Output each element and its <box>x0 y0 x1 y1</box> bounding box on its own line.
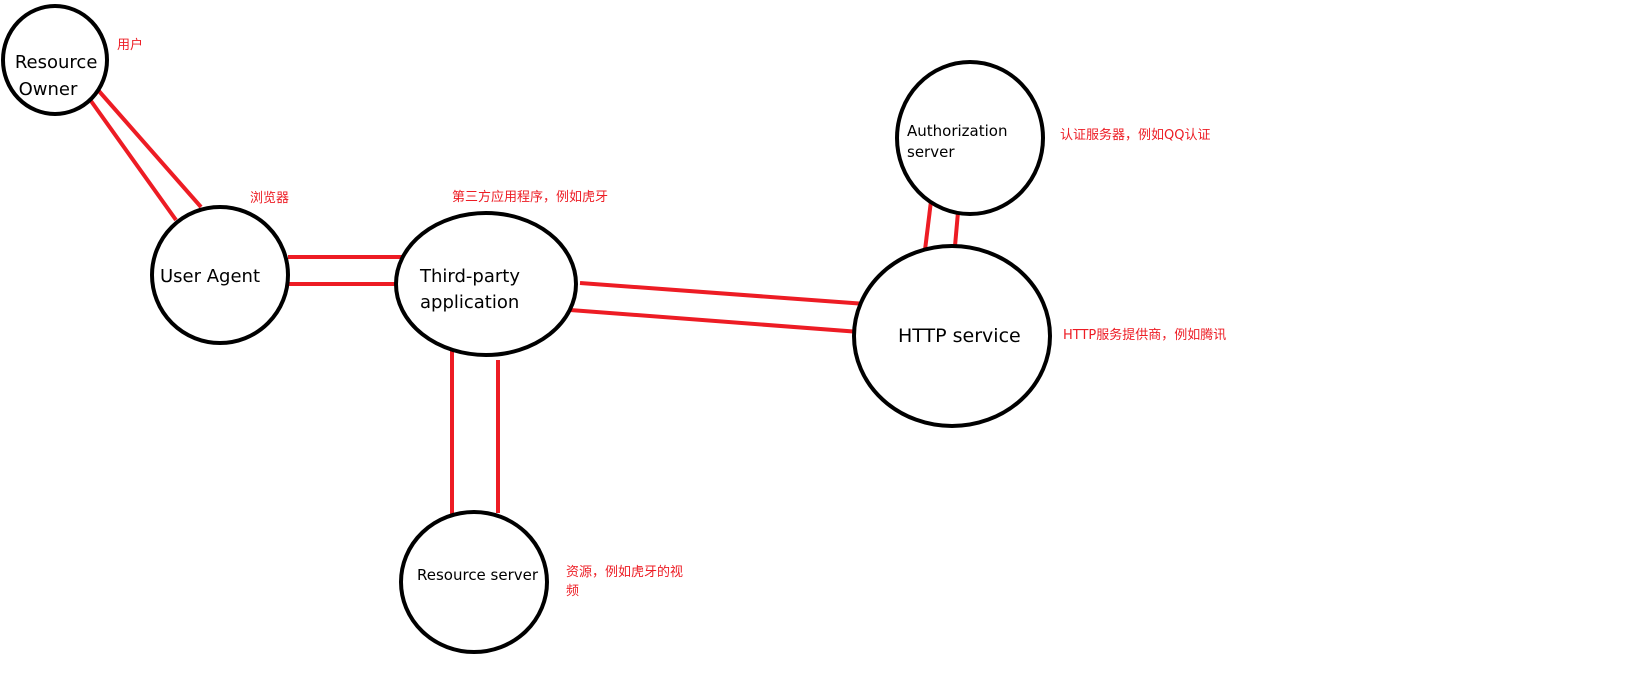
link-http-auth-2 <box>953 211 960 247</box>
node-resource-owner: Resource Owner <box>1 4 109 116</box>
link-owner-agent-2 <box>96 88 203 209</box>
note-third-party-app: 第三方应用程序，例如虎牙 <box>452 189 608 205</box>
node-authorization-server: Authorization server <box>895 60 1045 216</box>
note-resource-owner: 用户 <box>117 37 143 53</box>
link-owner-agent-1 <box>89 99 178 222</box>
node-third-party-app-circle <box>394 211 578 357</box>
node-authorization-server-circle <box>895 60 1045 216</box>
node-user-agent-label-line1: User Agent <box>160 266 260 287</box>
node-http-service-label: HTTP service <box>898 325 1021 347</box>
node-resource-server: Resource server <box>399 510 549 654</box>
note-resource-server-line1: 资源，例如虎牙的视 <box>566 564 683 580</box>
link-app-http-1 <box>579 281 867 306</box>
link-http-auth-1 <box>923 200 933 251</box>
note-http-service: HTTP服务提供商，例如腾讯 <box>1063 327 1226 343</box>
node-resource-server-circle <box>399 510 549 654</box>
node-http-service-label-line1: HTTP service <box>898 325 1021 347</box>
node-authorization-server-label-line2: server <box>907 143 955 161</box>
node-resource-server-label: Resource server <box>417 566 539 584</box>
node-third-party-app-label: Third-party application <box>419 266 526 313</box>
note-user-agent: 浏览器 <box>250 190 289 206</box>
node-http-service-circle <box>852 244 1052 428</box>
note-resource-server: 资源，例如虎牙的视 频 <box>566 564 687 599</box>
node-user-agent-circle <box>150 205 290 345</box>
note-authorization-server: 认证服务器，例如QQ认证 <box>1060 127 1210 143</box>
link-app-http-2 <box>569 308 861 334</box>
node-third-party-app-label-line2: application <box>420 292 519 313</box>
node-third-party-app-label-line1: Third-party <box>419 266 520 287</box>
annotations: 用户 浏览器 第三方应用程序，例如虎牙 认证服务器，例如QQ认证 HTTP服务提… <box>117 37 1226 599</box>
connections <box>89 88 960 519</box>
node-resource-owner-label-line1: Resource <box>15 52 98 73</box>
note-resource-server-line2: 频 <box>566 584 579 599</box>
node-resource-owner-circle <box>1 4 109 116</box>
node-resource-server-label-line1: Resource server <box>417 566 539 584</box>
node-authorization-server-label: Authorization server <box>907 122 1012 161</box>
node-user-agent: User Agent <box>150 205 290 345</box>
node-third-party-app: Third-party application <box>394 211 578 357</box>
node-resource-owner-label: Resource Owner <box>15 52 103 100</box>
node-resource-owner-label-line2: Owner <box>19 79 78 100</box>
node-user-agent-label: User Agent <box>160 266 260 287</box>
node-authorization-server-label-line1: Authorization <box>907 122 1007 140</box>
node-http-service: HTTP service <box>852 244 1052 428</box>
